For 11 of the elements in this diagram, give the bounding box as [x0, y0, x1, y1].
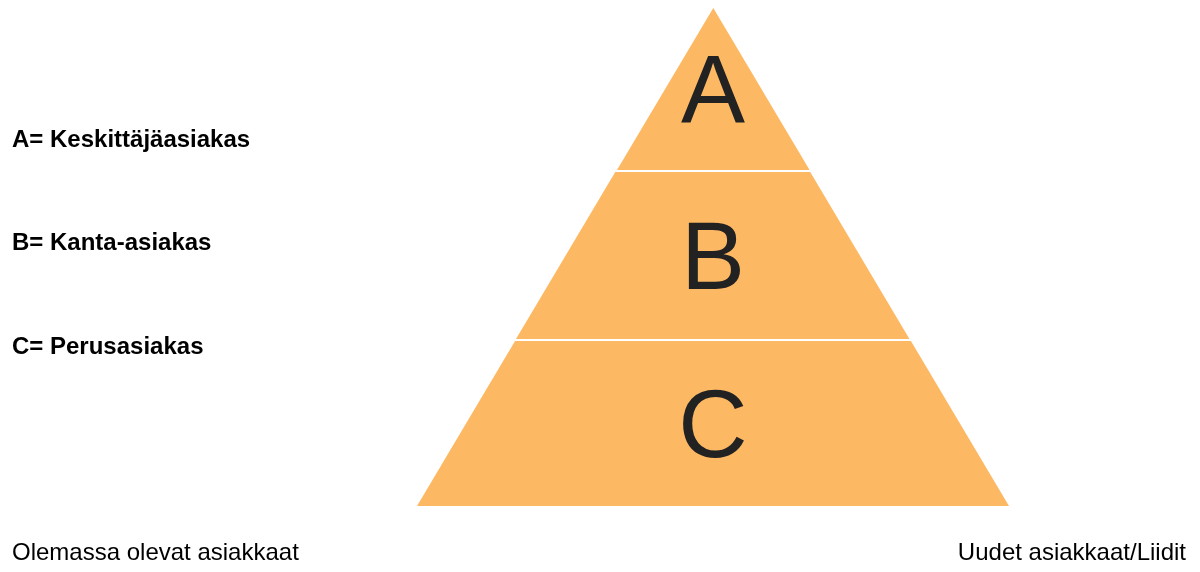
- axis-label: Olemassa olevat asiakkaat: [12, 538, 299, 566]
- pyramid-tier: [417, 341, 1009, 506]
- tier-letter: A: [679, 41, 746, 137]
- axis-label: Uudet asiakkaat/Liidit: [957, 538, 1186, 566]
- legend-text: A= Keskittäjäasiakas: [12, 125, 251, 153]
- legend-text: C= Perusasiakas: [12, 332, 204, 360]
- legend-text: B= Kanta-asiakas: [12, 228, 212, 256]
- tier-letter: C: [677, 375, 749, 472]
- pyramid-tier: [516, 172, 910, 339]
- pyramid-tier: [616, 8, 810, 170]
- tier-letter: B: [679, 207, 746, 304]
